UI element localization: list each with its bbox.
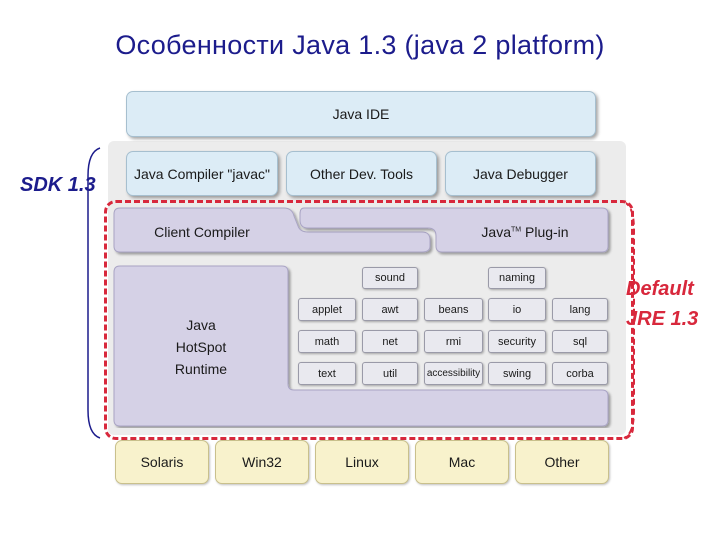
java-compiler-box: Java Compiler "javac" bbox=[126, 151, 278, 196]
plugin-shape bbox=[299, 207, 609, 253]
plugin-tm: TM bbox=[511, 226, 522, 234]
other-dev-tools-box: Other Dev. Tools bbox=[286, 151, 437, 196]
package-text: text bbox=[298, 362, 356, 385]
package-naming: naming bbox=[488, 267, 546, 289]
package-applet: applet bbox=[298, 298, 356, 321]
plugin-name: Java bbox=[481, 224, 511, 240]
package-net: net bbox=[362, 330, 418, 353]
platform-mac: Mac bbox=[415, 440, 509, 484]
jre-label-line2: JRE 1.3 bbox=[626, 308, 699, 330]
runtime-line-2: HotSpot bbox=[175, 339, 227, 355]
client-compiler-shape bbox=[113, 207, 431, 253]
runtime-label: Java HotSpot Runtime bbox=[114, 314, 288, 380]
jre-boundary bbox=[104, 200, 634, 440]
package-awt: awt bbox=[362, 298, 418, 321]
package-beans: beans bbox=[424, 298, 483, 321]
sdk-brace-icon bbox=[87, 147, 101, 439]
package-io: io bbox=[488, 298, 546, 321]
platform-solaris: Solaris bbox=[115, 440, 209, 484]
compiler-plugin-shapes bbox=[113, 207, 609, 253]
package-sound: sound bbox=[362, 267, 418, 289]
plugin-label: JavaTM Plug-in bbox=[440, 224, 610, 240]
package-accessibility: accessibility bbox=[424, 362, 483, 385]
package-corba: corba bbox=[552, 362, 608, 385]
client-compiler-label: Client Compiler bbox=[154, 224, 250, 240]
package-sql: sql bbox=[552, 330, 608, 353]
package-security: security bbox=[488, 330, 546, 353]
runtime-libraries-shape bbox=[113, 265, 609, 427]
runtime-line-1: Java bbox=[186, 317, 216, 333]
plugin-suffix: Plug-in bbox=[521, 224, 569, 240]
java-debugger-box: Java Debugger bbox=[445, 151, 596, 196]
platform-linux: Linux bbox=[315, 440, 409, 484]
java-ide-box: Java IDE bbox=[126, 91, 596, 137]
runtime-line-3: Runtime bbox=[174, 361, 228, 377]
jre-label-line1: Default bbox=[626, 278, 694, 300]
sdk-label: SDK 1.3 bbox=[20, 174, 96, 196]
package-rmi: rmi bbox=[424, 330, 483, 353]
platform-other: Other bbox=[515, 440, 609, 484]
package-lang: lang bbox=[552, 298, 608, 321]
page-title: Особенности Java 1.3 (java 2 platform) bbox=[115, 30, 605, 60]
package-util: util bbox=[362, 362, 418, 385]
package-swing: swing bbox=[488, 362, 546, 385]
platform-win32: Win32 bbox=[215, 440, 309, 484]
package-math: math bbox=[298, 330, 356, 353]
